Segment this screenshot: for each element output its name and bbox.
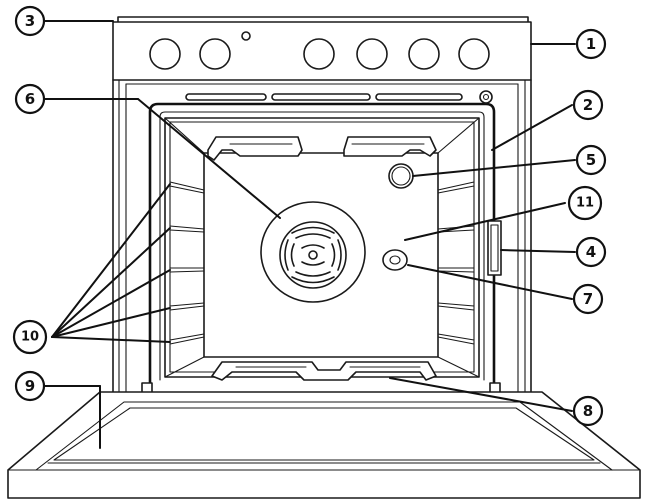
bottom-heating-element: [211, 361, 437, 381]
control-knob: [199, 38, 231, 70]
oven-lamp: [388, 163, 414, 189]
leader-lines: [44, 20, 576, 449]
callout-4: 4: [575, 236, 607, 268]
callout-6-label: 6: [25, 90, 35, 108]
callout-1: 1: [575, 28, 607, 60]
callout-4-label: 4: [586, 243, 596, 261]
callout-11: 11: [567, 185, 603, 221]
callout-8-label: 8: [583, 402, 593, 420]
control-panel: [112, 16, 532, 81]
callout-8: 8: [572, 395, 604, 427]
top-heating-element: [207, 136, 437, 161]
callout-5-label: 5: [586, 151, 596, 169]
control-knob: [356, 38, 388, 70]
callout-7-label: 7: [583, 290, 593, 308]
control-knob: [458, 38, 490, 70]
indicator-light: [241, 31, 251, 41]
control-knob: [303, 38, 335, 70]
callout-11-label: 11: [576, 196, 594, 211]
callout-2-label: 2: [583, 96, 593, 114]
fan-cover: [260, 201, 366, 303]
shelf-guides-left: [169, 181, 205, 345]
callout-1-label: 1: [586, 35, 596, 53]
callout-9-label: 9: [25, 377, 35, 395]
callout-10-label: 10: [21, 330, 39, 345]
oven-door: [7, 391, 641, 499]
callout-3-label: 3: [25, 12, 35, 30]
vent-slots: [185, 93, 463, 101]
door-switch: [487, 220, 502, 276]
sensor-knob: [479, 90, 493, 104]
callout-2: 2: [572, 89, 604, 121]
control-knob: [149, 38, 181, 70]
callout-10: 10: [12, 319, 48, 355]
callout-3: 3: [14, 5, 46, 37]
shelf-guides-right: [437, 181, 475, 345]
callout-7: 7: [572, 283, 604, 315]
callout-6: 6: [14, 83, 46, 115]
callout-9: 9: [14, 370, 46, 402]
control-knob: [408, 38, 440, 70]
callout-5: 5: [575, 144, 607, 176]
probe-socket: [382, 249, 408, 271]
